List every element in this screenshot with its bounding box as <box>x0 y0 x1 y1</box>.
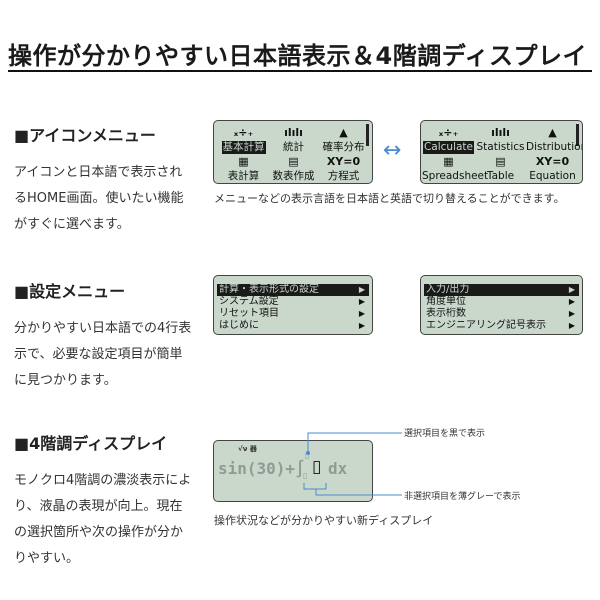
callout-line-selected <box>307 432 402 453</box>
spreadsheet-icon: ▦ <box>238 155 249 168</box>
callout-line-unselected <box>315 489 402 496</box>
settings-screen-main: 計算・表示形式の設定▶ システム設定▶ リセット項目▶ はじめに▶ <box>213 275 373 335</box>
home-icon-spreadsheet-en[interactable]: ▦ Spreadsheet <box>422 155 489 182</box>
scrollbar <box>576 124 579 146</box>
home-icon-calculate-jp[interactable]: ₓ÷₊ 基本計算 <box>216 125 271 154</box>
page-title: 操作が分かりやすい日本語表示＆4階調ディスプレイ <box>8 42 588 70</box>
table-icon: ▤ <box>495 155 506 168</box>
section-body-settings-menu: 分かりやすい日本語での4行表示で、必要な設定項目が簡単に見つかります。 <box>14 321 192 388</box>
lower-limit-box: ▯ <box>303 471 308 480</box>
expression-text: sin(30)+∫ <box>218 459 305 478</box>
menu-item-intro[interactable]: はじめに▶ <box>219 320 365 331</box>
menu-item-calc-format[interactable]: 計算・表示形式の設定▶ <box>217 284 369 296</box>
section-body-display: モノクロ4階調の濃淡表示により、液晶の表現が向上。現在の選択箇所や次の操作が分か… <box>14 473 192 566</box>
status-indicator: √ν 器 <box>238 445 257 453</box>
dx-text: dx <box>328 459 348 478</box>
note-selected: 選択項目を黒で表示 <box>404 429 486 439</box>
chevron-right-icon: ▶ <box>568 309 575 318</box>
home-screen-jp: ₓ÷₊ 基本計算 ılılı 統計 ▲ 確率分布 ▦ 表計算 ▤ 数表作成 XY… <box>213 120 373 184</box>
home-icon-equation-jp[interactable]: XY=0 方程式 <box>316 154 371 183</box>
home-icon-table-en[interactable]: ▤ Table <box>473 154 528 183</box>
menu-item-angle-unit[interactable]: 角度単位▶ <box>426 296 575 307</box>
chevron-right-icon: ▶ <box>358 285 365 294</box>
equation-icon: XY=0 <box>326 155 361 168</box>
section-body-icon-menu: アイコンと日本語で表示されるHOME画面。使いたい機能がすぐに選べます。 <box>14 165 184 232</box>
menu-item-reset[interactable]: リセット項目▶ <box>219 308 365 319</box>
bar-chart-icon: ılılı <box>491 126 510 139</box>
chevron-right-icon: ▶ <box>358 309 365 318</box>
distribution-icon: ▲ <box>339 126 348 139</box>
upper-limit-box: ▯ <box>305 451 310 460</box>
scrollbar <box>366 124 369 146</box>
section-heading-settings-menu: ■設定メニュー <box>14 282 126 301</box>
menu-item-system[interactable]: システム設定▶ <box>219 296 365 307</box>
chevron-right-icon: ▶ <box>358 297 365 306</box>
chevron-right-icon: ▶ <box>568 285 575 294</box>
callout-bracket-left <box>303 483 327 490</box>
cursor-box[interactable]: ▯ <box>312 457 322 477</box>
section-heading-icon-menu: ■アイコンメニュー <box>14 126 156 145</box>
table-icon: ▤ <box>288 155 299 168</box>
display-screen: √ν 器 sin(30)+∫ ▯ ▯ ▯ dx <box>213 440 373 502</box>
home-icon-distribution-en[interactable]: ▲ Distribution <box>526 126 583 153</box>
settings-screen-sub: 入力/出力▶ 角度単位▶ 表示桁数▶ エンジニアリング記号表示▶ <box>420 275 583 335</box>
title-divider <box>8 70 592 72</box>
display-caption: 操作状況などが分かりやすい新ディスプレイ <box>214 514 434 527</box>
chevron-right-icon: ▶ <box>568 321 575 330</box>
menu-item-digits[interactable]: 表示桁数▶ <box>426 308 575 319</box>
menu-item-input-output[interactable]: 入力/出力▶ <box>424 284 579 296</box>
chevron-right-icon: ▶ <box>358 321 365 330</box>
bar-chart-icon: ılılı <box>284 126 303 139</box>
spreadsheet-icon: ▦ <box>443 155 454 168</box>
note-unselected: 非選択項目を薄グレーで表示 <box>404 492 521 502</box>
equation-icon: XY=0 <box>535 155 570 168</box>
swap-arrow-icon: ↔ <box>383 138 402 163</box>
home-screen-en: ₓ÷₊ Calculate ılılı Statistics ▲ Distrib… <box>420 120 583 184</box>
callout-lines <box>303 432 402 496</box>
callout-dot <box>306 451 310 455</box>
home-icon-table-jp[interactable]: ▤ 数表作成 <box>266 154 321 183</box>
home-icon-spreadsheet-jp[interactable]: ▦ 表計算 <box>216 154 271 183</box>
calc-icon: ₓ÷₊ <box>233 126 254 139</box>
calc-icon: ₓ÷₊ <box>438 126 459 139</box>
home-icon-distribution-jp[interactable]: ▲ 確率分布 <box>316 125 371 154</box>
chevron-right-icon: ▶ <box>568 297 575 306</box>
home-icon-statistics-jp[interactable]: ılılı 統計 <box>266 125 321 154</box>
home-icon-calculate-en[interactable]: ₓ÷₊ Calculate <box>421 125 476 154</box>
icon-menu-caption: メニューなどの表示言語を日本語と英語で切り替えることができます。 <box>214 192 565 205</box>
section-heading-display: ■4階調ディスプレイ <box>14 434 168 453</box>
home-icon-equation-en[interactable]: XY=0 Equation <box>525 154 580 183</box>
distribution-icon: ▲ <box>548 126 557 139</box>
home-icon-statistics-en[interactable]: ılılı Statistics <box>473 125 528 154</box>
menu-item-engineering[interactable]: エンジニアリング記号表示▶ <box>426 320 575 331</box>
